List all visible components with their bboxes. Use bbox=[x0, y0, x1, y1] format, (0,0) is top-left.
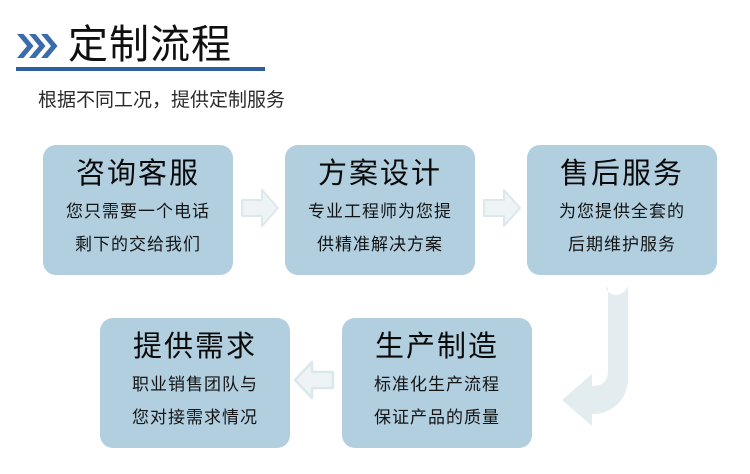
page-header: 定制流程 根据不同工况，提供定制服务 bbox=[0, 0, 750, 130]
arrow-left-icon bbox=[293, 358, 335, 402]
page-subtitle: 根据不同工况，提供定制服务 bbox=[38, 90, 286, 111]
flow-card-production-manufacture[interactable]: 生产制造 标准化生产流程 保证产品的质量 bbox=[342, 318, 532, 448]
flow-card-title: 生产制造 bbox=[374, 331, 499, 363]
flow-card-desc-line: 职业销售团队与 bbox=[132, 375, 258, 395]
arrow-right-icon bbox=[240, 186, 280, 230]
flow-card-desc-line: 剩下的交给我们 bbox=[75, 235, 201, 255]
title-underline bbox=[16, 67, 265, 71]
flow-card-title: 方案设计 bbox=[317, 158, 442, 190]
flow-card-desc-line: 专业工程师为您提 bbox=[308, 202, 452, 222]
flow-card-plan-design[interactable]: 方案设计 专业工程师为您提 供精准解决方案 bbox=[285, 145, 475, 275]
flow-card-title: 售后服务 bbox=[559, 158, 684, 190]
flow-card-provide-requirement[interactable]: 提供需求 职业销售团队与 您对接需求情况 bbox=[100, 318, 290, 448]
flow-card-after-sales-service[interactable]: 售后服务 为您提供全套的 后期维护服务 bbox=[527, 145, 717, 275]
flow-card-title: 咨询客服 bbox=[75, 158, 200, 190]
arrow-right-icon bbox=[482, 186, 522, 230]
flow-card-desc-line: 您对接需求情况 bbox=[132, 408, 258, 428]
flow-card-desc-line: 标准化生产流程 bbox=[374, 375, 500, 395]
flow-card-consult-service[interactable]: 咨询客服 您只需要一个电话 剩下的交给我们 bbox=[43, 145, 233, 275]
flow-card-desc-line: 后期维护服务 bbox=[568, 235, 676, 255]
arrow-uturn-down-left-icon bbox=[560, 282, 646, 430]
flow-card-desc-line: 保证产品的质量 bbox=[374, 408, 500, 428]
flow-card-title: 提供需求 bbox=[132, 331, 257, 363]
title-row: 定制流程 bbox=[16, 18, 232, 66]
page-title: 定制流程 bbox=[68, 23, 232, 67]
triple-chevron-right-icon bbox=[16, 33, 58, 59]
flow-card-desc-line: 为您提供全套的 bbox=[559, 202, 685, 222]
flow-card-desc-line: 供精准解决方案 bbox=[317, 235, 443, 255]
flow-card-desc-line: 您只需要一个电话 bbox=[66, 202, 210, 222]
